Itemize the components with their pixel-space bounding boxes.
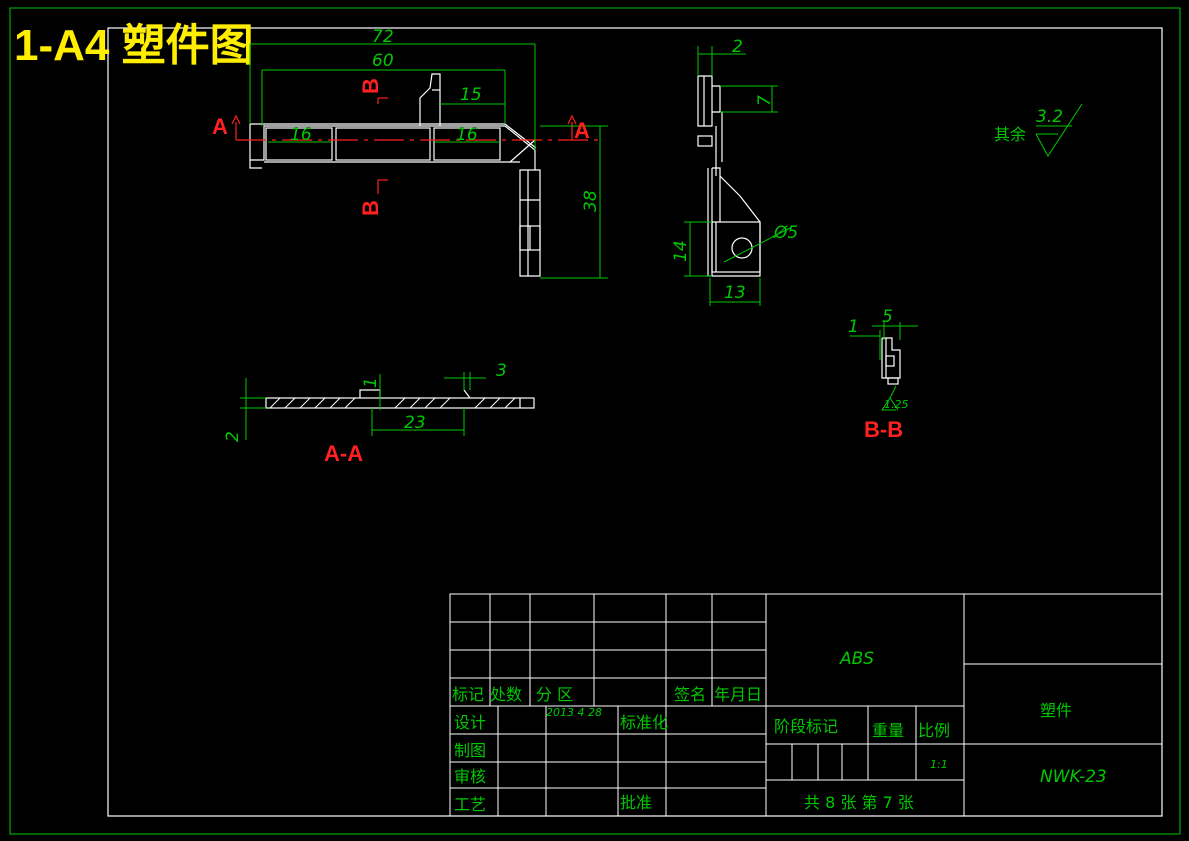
tb-shenhe: 审核 <box>454 767 486 786</box>
roughness-value: 3.2 <box>1036 107 1063 127</box>
tb-gongyi: 工艺 <box>454 795 486 814</box>
tb-chushu: 处数 <box>490 685 522 704</box>
roughness-symbol <box>1035 103 1083 157</box>
front-view <box>231 43 608 279</box>
tb-zhitu: 制图 <box>454 741 486 760</box>
dim-14: 14 <box>671 240 691 262</box>
dim-5-bb: 5 <box>882 307 893 327</box>
tb-drawing-no: NWK-23 <box>1040 767 1107 787</box>
dim-2-top: 2 <box>732 37 743 57</box>
tb-biaoji: 标记 <box>452 685 484 704</box>
outer-border <box>9 7 1181 835</box>
drawing-title: 1-A4 塑件图 <box>14 21 254 70</box>
side-view <box>684 46 791 306</box>
tb-zhongliang: 重量 <box>872 721 904 740</box>
tb-nianyueri: 年月日 <box>714 685 762 704</box>
tb-jieduan: 阶段标记 <box>774 717 838 736</box>
section-b-bottom: B <box>358 200 383 216</box>
roughness-bb: 1.25 <box>884 398 909 411</box>
dim-7: 7 <box>755 95 775 106</box>
title-block-grid <box>449 593 1163 817</box>
dim-phi5: Ø5 <box>773 223 798 243</box>
tb-bili: 比例 <box>918 721 950 740</box>
dim-23-aa: 23 <box>404 413 426 433</box>
dim-16-left: 16 <box>290 125 312 145</box>
tb-part-name: 塑件 <box>1040 701 1072 720</box>
tb-biaozhunhua: 标准化 <box>620 713 668 732</box>
dim-15: 15 <box>460 85 482 105</box>
dim-38: 38 <box>581 190 601 212</box>
section-a-left: A <box>212 114 228 139</box>
detail-bb <box>850 322 918 411</box>
tb-scale: 1:1 <box>930 758 948 771</box>
section-bb-label: B-B <box>864 417 903 442</box>
roughness-label: 其余 <box>994 125 1026 144</box>
tb-sheets: 共 8 张 第 7 张 <box>804 793 914 812</box>
section-aa-label: A-A <box>324 441 363 466</box>
tb-fenqu: 分 区 <box>536 685 573 704</box>
dim-3-aa: 3 <box>496 361 507 381</box>
dim-2-aa: 2 <box>223 431 243 442</box>
dim-16-right: 16 <box>456 125 478 145</box>
tb-sheji: 设计 <box>454 713 486 732</box>
dim-13: 13 <box>724 283 746 303</box>
dim-60: 60 <box>372 51 394 71</box>
tb-material: ABS <box>839 649 874 669</box>
section-b-top: B <box>358 78 383 94</box>
section-a-right: A <box>574 118 590 143</box>
tb-date: 2013 4 28 <box>546 706 602 719</box>
tb-pizhun: 批准 <box>620 793 652 812</box>
dim-72: 72 <box>372 27 394 47</box>
tb-qianming: 签名 <box>674 685 706 704</box>
dim-1-aa: 1 <box>361 377 381 388</box>
section-aa <box>240 372 535 440</box>
dim-1-bb: 1 <box>848 317 859 337</box>
